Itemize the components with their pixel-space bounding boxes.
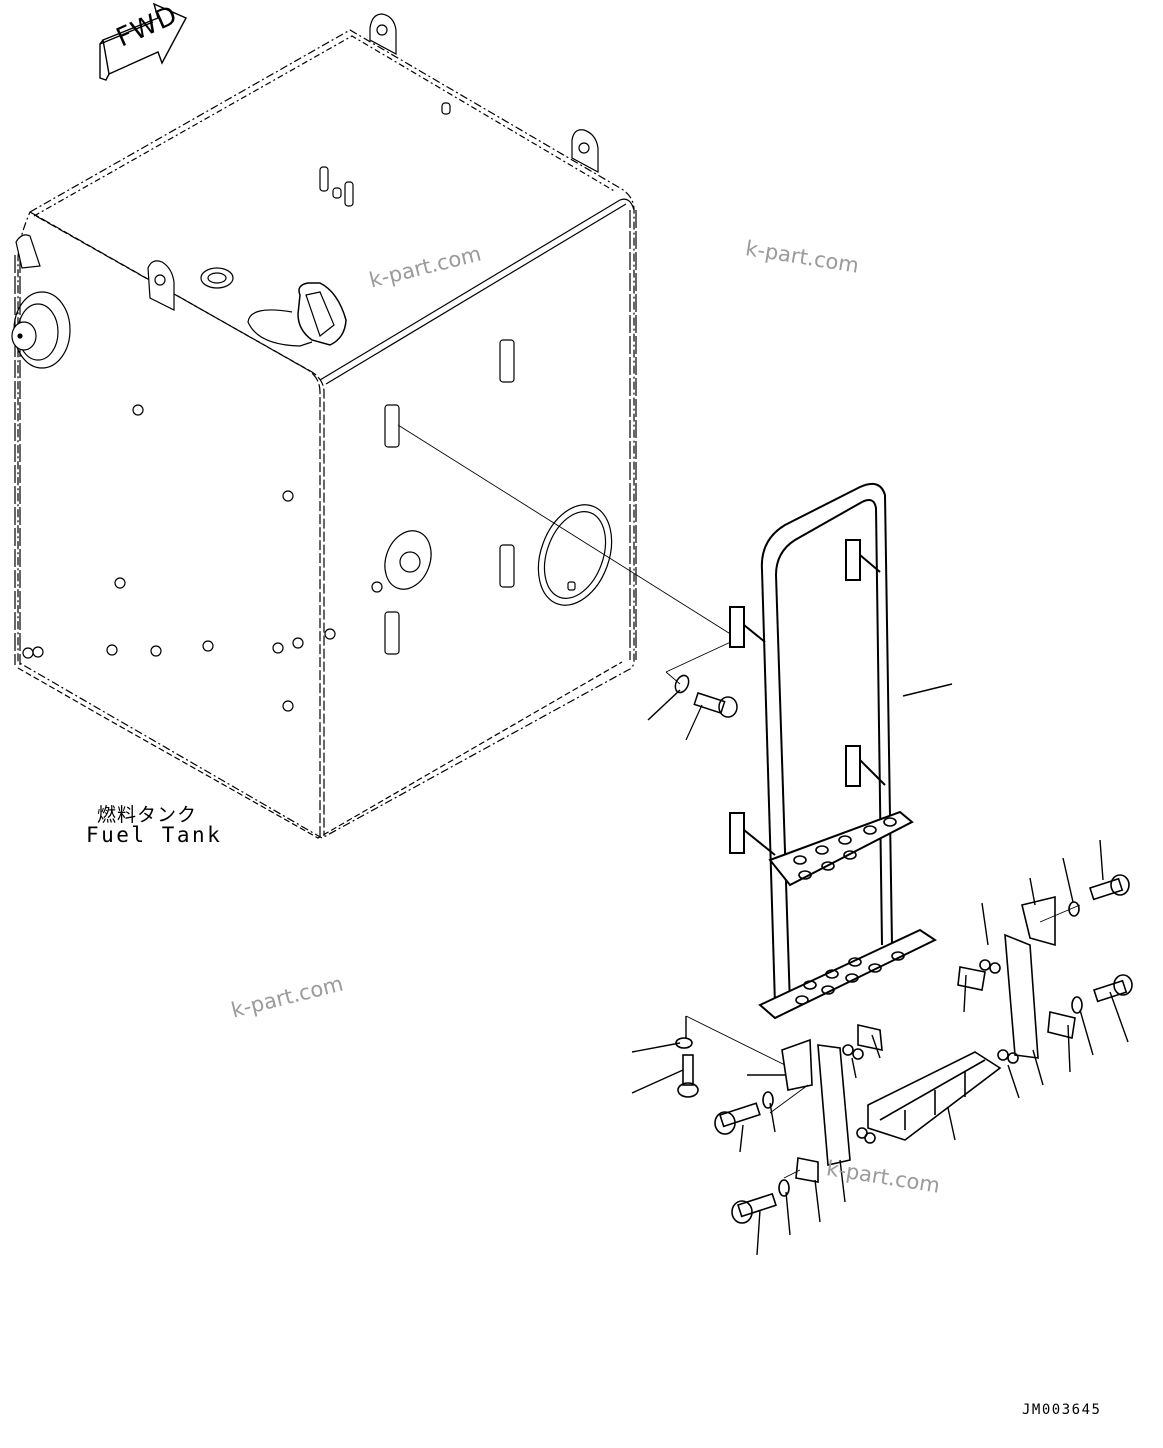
forward-arrow-icon: [99, 2, 187, 81]
lower-hardware-drawing: [675, 874, 1133, 1224]
drawing-id: JM003645: [1022, 1402, 1102, 1418]
leader-line: [397, 424, 741, 641]
fuel-tank-label-jp: 燃料タンク: [97, 804, 198, 826]
ladder-drawing: [729, 482, 938, 1020]
bolt-washer-upper: [674, 674, 738, 718]
fuel-tank-label-en: Fuel Tank: [86, 823, 223, 847]
fuel-tank-drawing: [11, 13, 637, 839]
leader-lines: [631, 839, 1129, 1256]
